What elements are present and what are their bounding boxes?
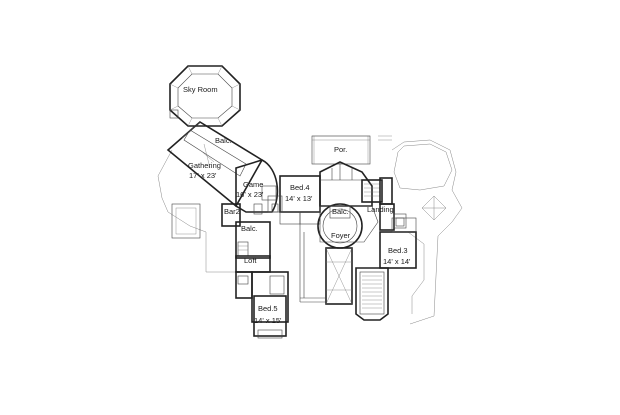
- roof-outline-left: [157, 149, 236, 273]
- central-stair-hall: [319, 161, 383, 207]
- label-bed5: Bed.5: [258, 304, 278, 313]
- label-bed3-size: 14' x 14': [383, 257, 411, 266]
- entry-lower: [299, 224, 389, 321]
- closet-block: [271, 203, 279, 213]
- label-balc-upper: Balc.: [215, 136, 232, 145]
- label-bed3: Bed.3: [388, 246, 408, 255]
- label-foyer: Foyer: [331, 231, 351, 240]
- label-balc-left: Balc.: [241, 224, 258, 233]
- roof-outline-right: [391, 139, 463, 325]
- bed4-room: [267, 175, 321, 225]
- label-bar2: Bar2: [224, 207, 240, 216]
- bed3-room: [379, 217, 417, 269]
- porch: [311, 135, 392, 165]
- label-balc-center: Balc.: [332, 207, 349, 216]
- label-bed4: Bed.4: [290, 183, 310, 192]
- label-landing: Landing: [367, 205, 394, 214]
- game-room: [235, 159, 279, 213]
- label-loft: Loft: [244, 256, 257, 265]
- sky-room: [169, 65, 241, 127]
- label-bed5-size: 14' x 15': [254, 316, 282, 325]
- label-sky-room: Sky Room: [183, 85, 218, 94]
- label-gathering: Gathering: [188, 161, 221, 170]
- label-game: Game: [243, 180, 263, 189]
- landing: [379, 177, 407, 231]
- label-gathering-size: 17' x 23': [189, 171, 217, 180]
- label-game-size: 16' x 23': [236, 190, 264, 199]
- label-porch: Por.: [334, 145, 347, 154]
- west-column: [221, 203, 289, 339]
- closet-block: [253, 203, 263, 215]
- label-bed4-size: 14' x 13': [285, 194, 313, 203]
